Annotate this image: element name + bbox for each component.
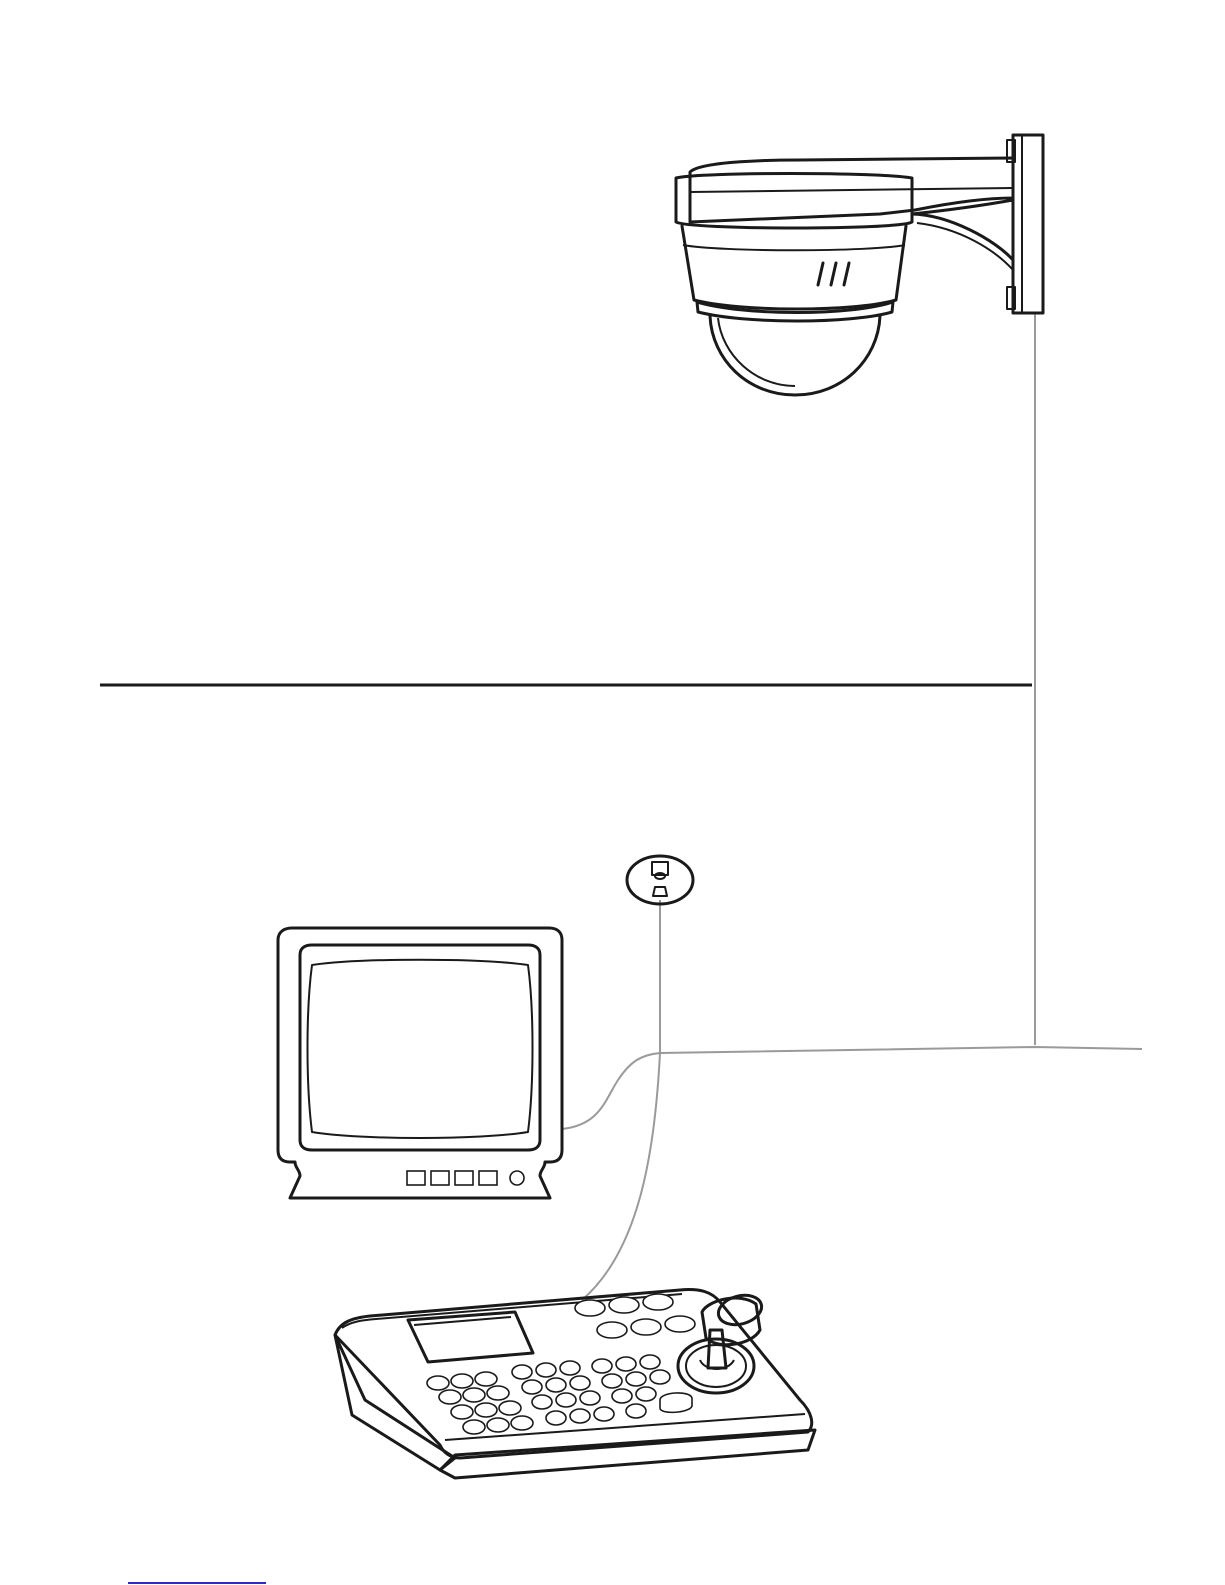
keyboard-cable [582,1053,660,1300]
monitor-cable [562,1053,660,1129]
dome-camera-icon [676,135,1043,395]
main-cable [660,1047,1142,1053]
monitor-power-knob [510,1171,524,1185]
function-key [575,1300,605,1316]
monitor-button [407,1171,425,1185]
function-key [631,1319,661,1335]
monitor-icon [278,928,562,1198]
monitor-button [455,1171,473,1185]
function-key [597,1322,627,1338]
monitor-button [431,1171,449,1185]
connector-icon [627,856,693,904]
left-keypad [427,1372,533,1434]
cable-bus [562,312,1142,1300]
function-key [665,1316,695,1332]
function-key [609,1297,639,1313]
monitor-button [479,1171,497,1185]
function-key [643,1294,673,1310]
keyboard-controller-icon [335,1290,815,1479]
